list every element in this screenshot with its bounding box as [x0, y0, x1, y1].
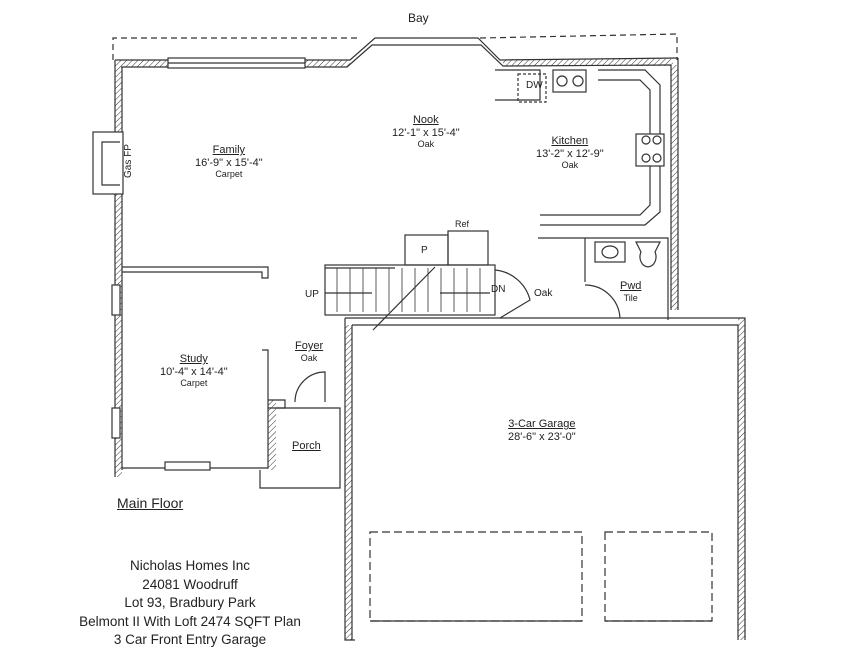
builder-name: Nicholas Homes Inc — [129, 558, 251, 573]
room-name: Foyer — [295, 340, 324, 352]
room-flooring: Oak — [561, 160, 579, 171]
room-nook: Nook 12'-1" x 15'-4" Oak — [392, 114, 460, 150]
room-dimensions: 12'-1" x 15'-4" — [392, 126, 460, 139]
room-powder: Pwd Tile — [620, 280, 641, 303]
room-name: Study — [179, 353, 208, 365]
lot-info: Lot 93, Bradbury Park — [124, 595, 256, 610]
room-name: 3-Car Garage — [508, 418, 576, 430]
room-porch: Porch — [292, 440, 321, 453]
room-flooring: Oak — [300, 352, 318, 363]
room-name: Kitchen — [551, 135, 589, 147]
room-study: Study 10'-4" x 14'-4" Carpet — [160, 353, 228, 389]
room-dimensions: 10'-4" x 14'-4" — [160, 365, 228, 378]
plan-name: Belmont II With Loft 2474 SQFT Plan — [79, 613, 301, 629]
dishwasher-label: DW — [526, 80, 543, 91]
room-name: Porch — [292, 440, 321, 452]
room-foyer: Foyer Oak — [295, 340, 323, 363]
title-block: Nicholas Homes Inc 24081 Woodruff Lot 93… — [40, 557, 340, 650]
room-flooring: Carpet — [180, 378, 208, 389]
room-dimensions: 28'-6" x 23'-0" — [508, 430, 576, 443]
room-name: Pwd — [620, 280, 642, 292]
bay-label: Bay — [408, 11, 429, 25]
hall-floor-label: Oak — [534, 288, 553, 299]
stairs-up-label: UP — [305, 289, 319, 300]
room-dimensions: 16'-9" x 15'-4" — [195, 156, 263, 169]
room-name: Nook — [412, 114, 439, 126]
floor-heading: Main Floor — [117, 495, 184, 511]
fireplace-label: Gas FP — [123, 144, 134, 178]
street-address: 24081 Woodruff — [142, 576, 238, 592]
room-family: Family 16'-9" x 15'-4" Carpet — [195, 144, 263, 180]
room-garage: 3-Car Garage 28'-6" x 23'-0" — [508, 418, 576, 443]
garage-type: 3 Car Front Entry Garage — [113, 632, 267, 647]
room-kitchen: Kitchen 13'-2" x 12'-9" Oak — [536, 135, 604, 171]
room-flooring: Oak — [417, 139, 435, 150]
room-dimensions: 13'-2" x 12'-9" — [536, 147, 604, 160]
stairs-down-label: DN — [491, 284, 506, 295]
refrigerator-label: Ref — [455, 219, 470, 229]
room-flooring: Tile — [623, 292, 638, 303]
pantry-label: P — [421, 245, 428, 256]
room-name: Family — [212, 144, 246, 156]
room-flooring: Carpet — [215, 169, 243, 180]
